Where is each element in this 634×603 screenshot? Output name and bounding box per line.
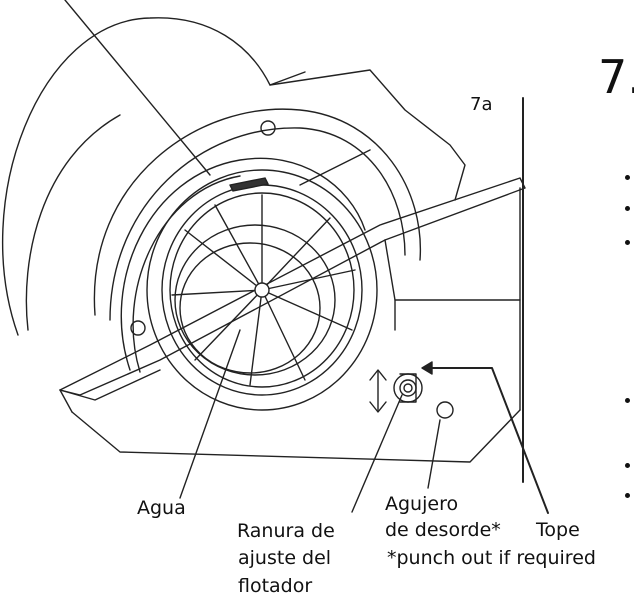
- bullet: [625, 493, 630, 498]
- label-agujero-line2: de desorde*: [385, 519, 501, 541]
- footnote: *punch out if required: [387, 547, 596, 569]
- blades: [171, 194, 356, 386]
- bullet: [625, 175, 630, 180]
- leader-tope: [429, 367, 549, 514]
- front-ring: [146, 169, 378, 411]
- housing-top: [59, 177, 526, 396]
- float-knob: [393, 373, 423, 403]
- bullet: [625, 398, 630, 403]
- leader-top: [64, 0, 211, 176]
- bullet: [625, 206, 630, 211]
- leader-agua: [179, 329, 241, 499]
- leader-agujero: [427, 419, 441, 489]
- label-agua: Agua: [137, 497, 186, 519]
- step-number: 7.: [598, 50, 634, 104]
- overflow-hole: [436, 401, 454, 419]
- adjust-arrow-icon: [369, 369, 387, 413]
- guard-arc: [93, 108, 422, 316]
- label-ranura-line3: flotador: [238, 575, 313, 597]
- bullet: [625, 463, 630, 468]
- housing-body: [59, 369, 161, 401]
- label-agujero-line1: Agujero: [385, 493, 459, 515]
- cover-inner-edge: [25, 114, 121, 331]
- screw-hole-lower: [130, 320, 146, 336]
- label-ranura-line1: Ranura de: [237, 520, 335, 542]
- leader-ranura: [351, 394, 403, 513]
- figure-id: 7a: [470, 94, 493, 115]
- bullet: [625, 240, 630, 245]
- label-tope: Tope: [536, 519, 580, 541]
- drum-flange: [120, 157, 366, 371]
- screw-hole-upper: [260, 120, 276, 136]
- housing-front: [71, 409, 521, 463]
- cover-hood: [1, 17, 466, 336]
- label-ranura-line2: ajuste del: [238, 547, 332, 569]
